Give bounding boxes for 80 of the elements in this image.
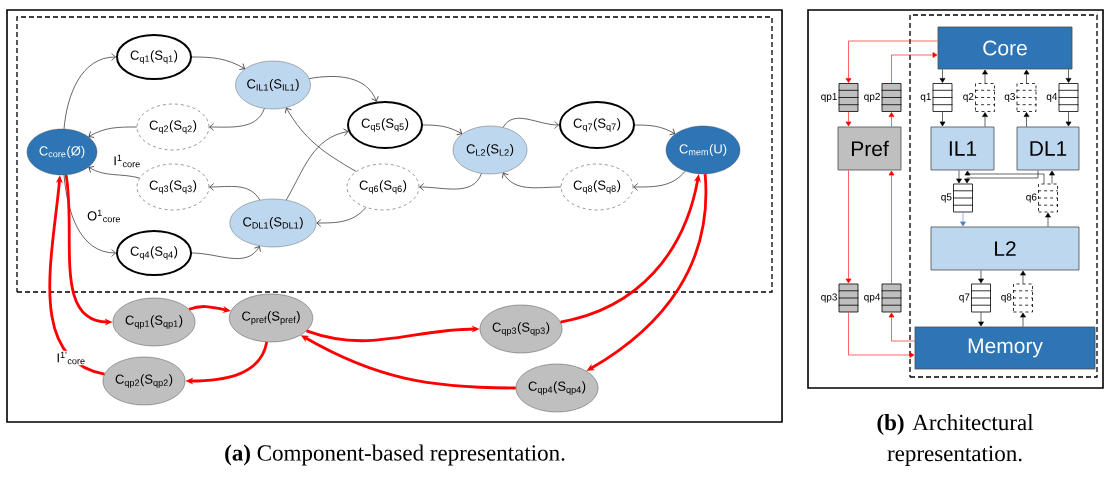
dashed-region xyxy=(16,16,773,293)
arrow xyxy=(982,112,988,127)
arrow xyxy=(891,52,938,84)
queue-label: q1 xyxy=(920,93,931,102)
block-box: Memory xyxy=(914,326,1096,370)
arrow xyxy=(88,126,138,138)
arrow xyxy=(502,118,559,129)
arrow xyxy=(845,111,852,127)
queue-label: q6 xyxy=(1026,193,1037,203)
caption: (b) Architectural representation. xyxy=(877,414,1034,466)
queue-icon xyxy=(932,83,953,112)
arrow xyxy=(939,69,946,83)
arrow xyxy=(956,170,962,184)
arrow xyxy=(845,170,852,284)
arrow xyxy=(1045,212,1051,227)
queue-icon xyxy=(881,283,902,313)
arrow xyxy=(978,270,984,284)
arrow xyxy=(191,246,261,259)
queue-icon xyxy=(838,283,859,313)
block-box: L2 xyxy=(930,226,1080,271)
panel-frame xyxy=(807,9,1104,389)
queue-label: q5 xyxy=(941,193,952,203)
edge-label: I$^{1'}$core xyxy=(55,350,87,366)
arrow xyxy=(960,212,966,227)
queue-label: q7 xyxy=(959,293,970,303)
queue-label: qp3 xyxy=(821,293,837,303)
arrow xyxy=(888,112,895,127)
arrow xyxy=(422,124,463,136)
arrow xyxy=(939,111,946,127)
queue-label: qp2 xyxy=(864,92,880,102)
arrow xyxy=(286,128,349,201)
queue-label: q2 xyxy=(963,92,974,102)
block-box: Pref xyxy=(837,126,902,171)
queue-label: qp4 xyxy=(864,293,881,303)
arrow xyxy=(1023,69,1030,84)
arrow xyxy=(63,53,116,130)
arrow xyxy=(978,312,984,327)
queue-icon xyxy=(1012,283,1034,313)
arrow xyxy=(1065,69,1072,83)
arrow xyxy=(285,107,357,172)
arrow xyxy=(191,56,245,70)
queue-label: q8 xyxy=(1001,293,1012,303)
arrow xyxy=(209,108,265,131)
queue-icon xyxy=(838,83,859,112)
arrow xyxy=(63,174,116,257)
queue-label: qp1 xyxy=(821,93,837,102)
caption: (a) Component-based representation. xyxy=(225,444,565,466)
arrow xyxy=(501,172,562,189)
arrow xyxy=(1020,270,1026,284)
arrow xyxy=(634,124,676,136)
dashed-region xyxy=(909,14,1098,378)
queue-label: q3 xyxy=(1004,92,1015,102)
arrow xyxy=(419,173,482,191)
arrow xyxy=(888,312,915,342)
queue-icon xyxy=(881,83,902,112)
arrow xyxy=(316,207,367,227)
arrow xyxy=(633,170,686,191)
panel-frame xyxy=(6,9,783,423)
arrow xyxy=(888,170,895,284)
arrow xyxy=(88,166,140,179)
queue-label: q4 xyxy=(1046,93,1058,102)
arrow xyxy=(982,69,988,84)
arrow xyxy=(1023,112,1030,127)
queue-icon xyxy=(1037,183,1059,213)
arrow xyxy=(845,40,938,83)
queue-icon xyxy=(1058,83,1079,112)
arrow xyxy=(848,312,915,358)
block-box: IL1 xyxy=(930,126,995,171)
queue-icon xyxy=(970,283,992,313)
arrow xyxy=(209,183,260,201)
block-box: DL1 xyxy=(1016,126,1080,171)
arrow xyxy=(1049,170,1055,184)
edge-label: O$^{1}$core xyxy=(86,208,122,224)
block-box: Core xyxy=(937,26,1073,70)
queue-icon xyxy=(974,83,996,112)
arrow xyxy=(309,76,379,102)
queue-icon xyxy=(952,183,974,213)
arrow xyxy=(1020,312,1026,327)
queue-icon xyxy=(1016,83,1037,112)
arrow xyxy=(1065,111,1072,127)
